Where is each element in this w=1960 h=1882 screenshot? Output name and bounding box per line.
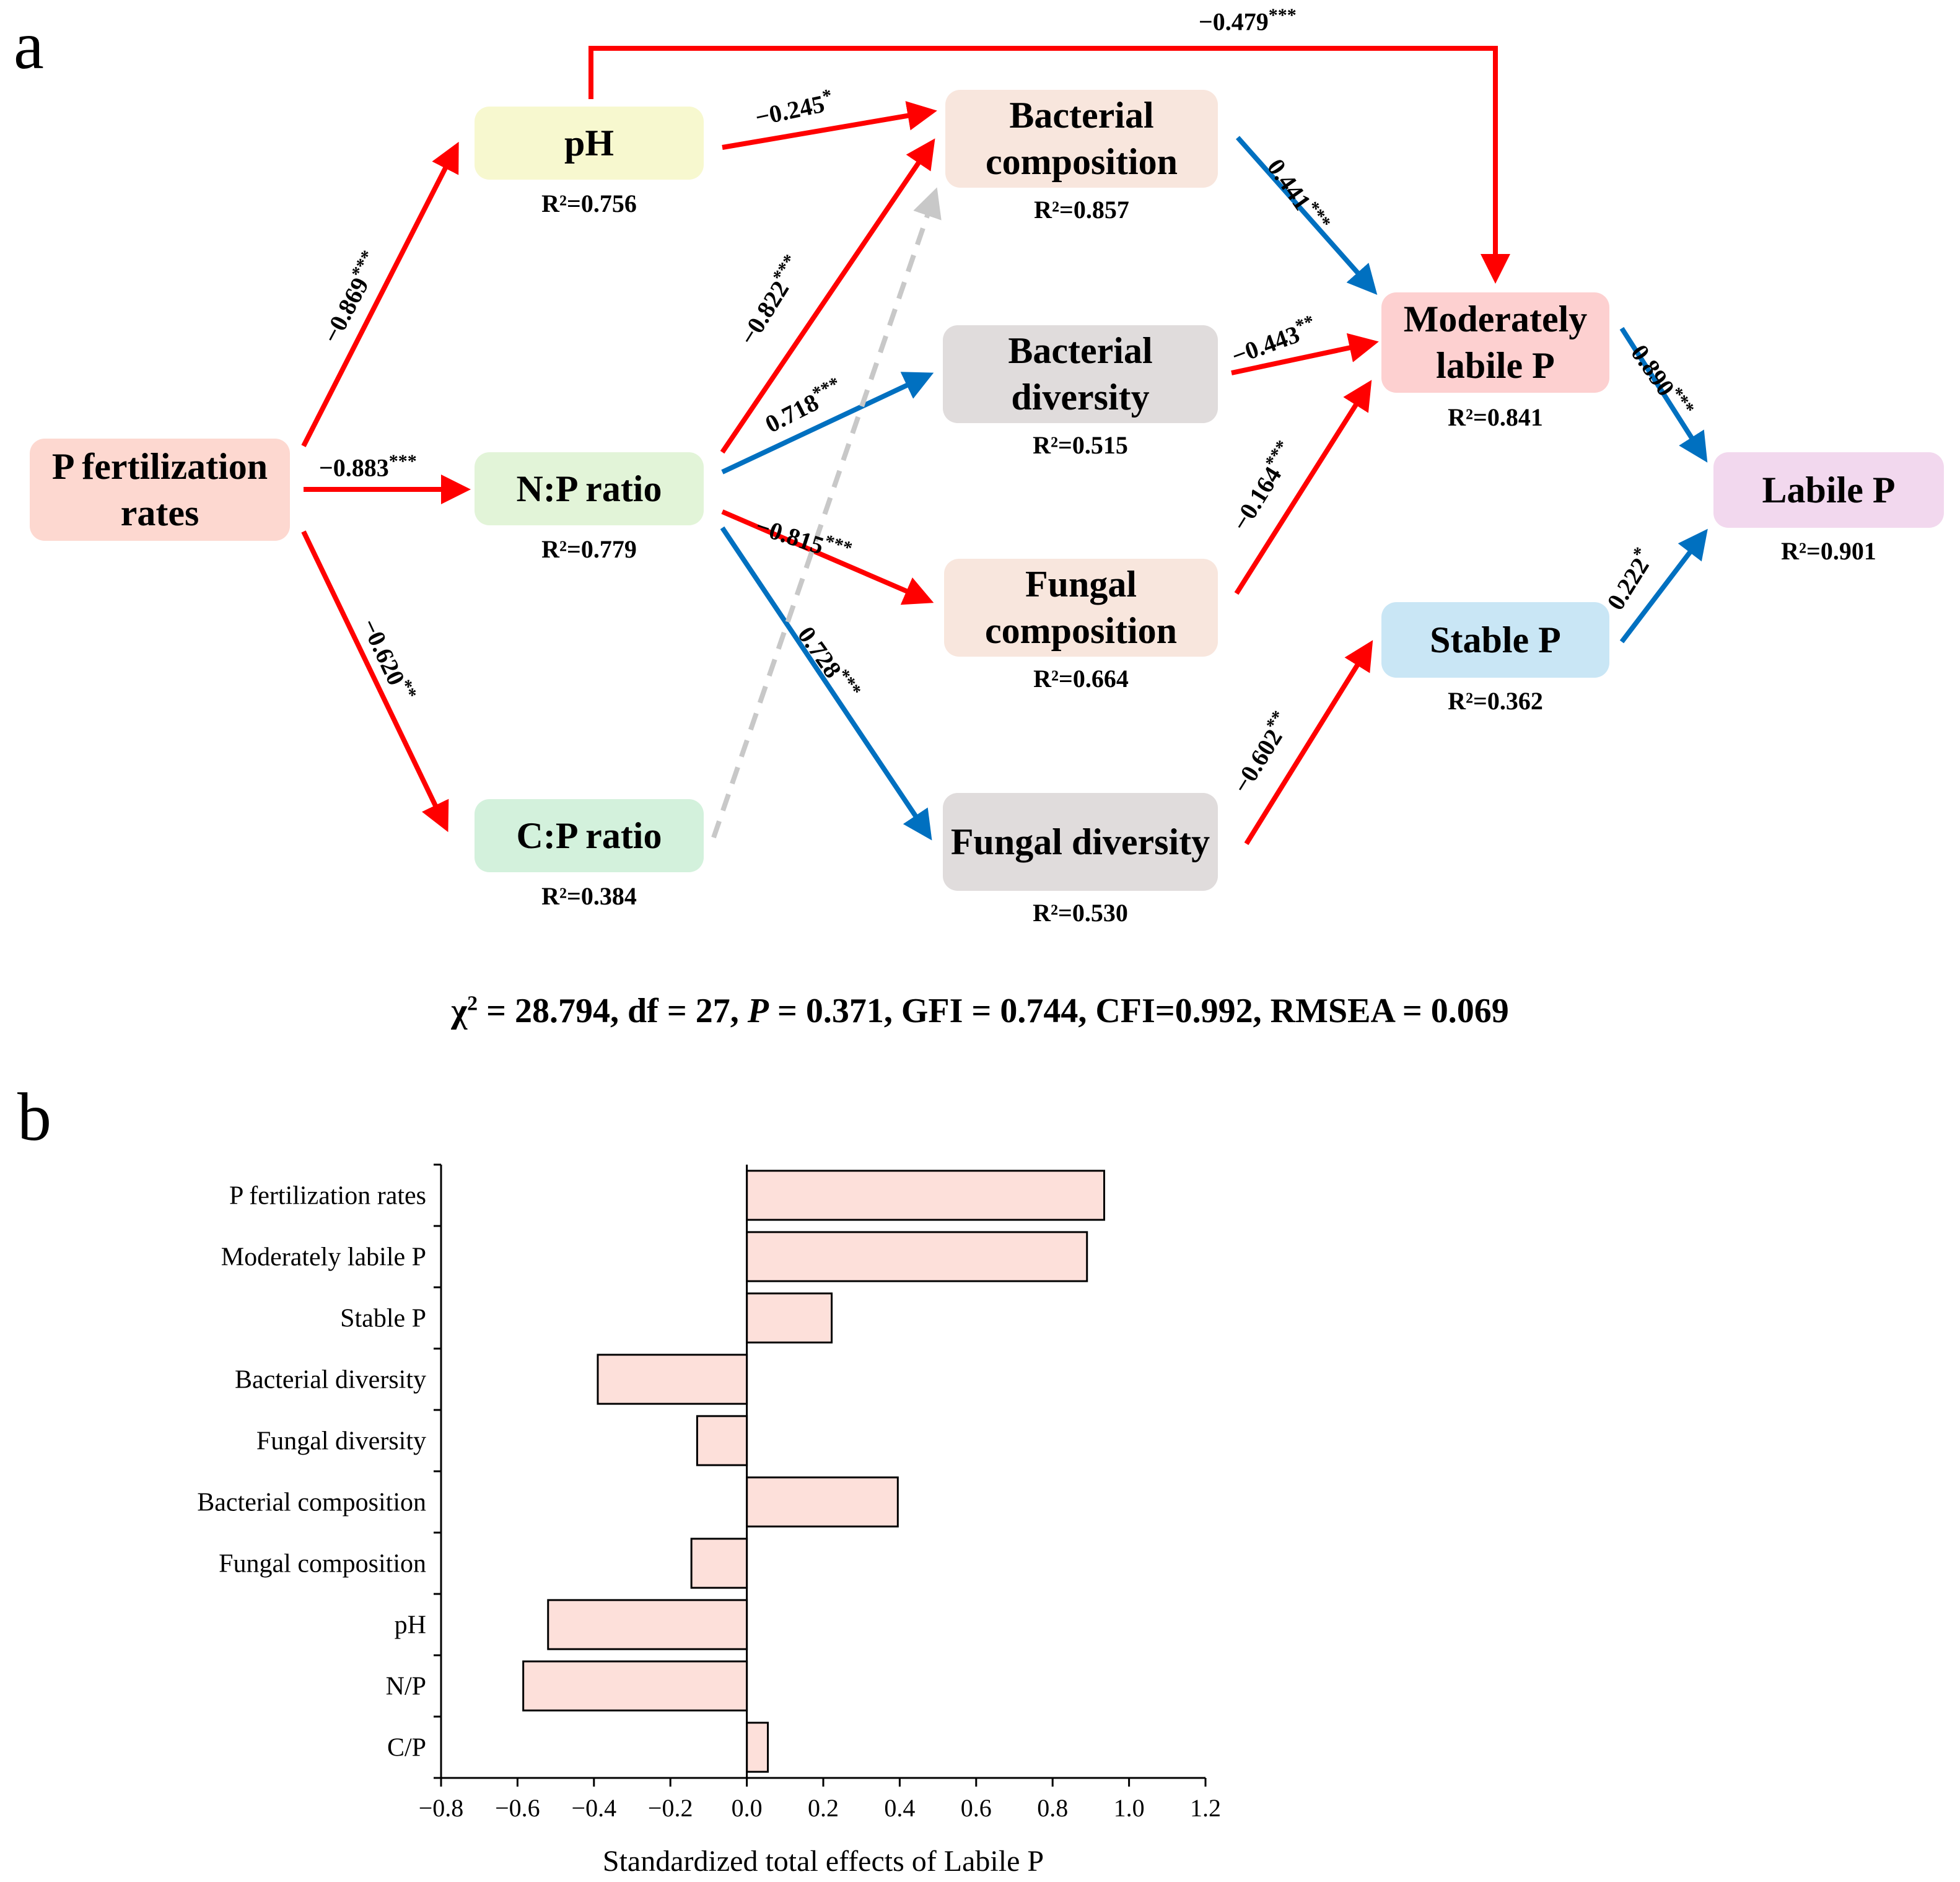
x-tick-label: 1.2 <box>1190 1794 1221 1822</box>
category-label: Fungal diversity <box>256 1427 426 1456</box>
x-tick-label: −0.4 <box>572 1794 617 1822</box>
path-arrow-stable-to-labile <box>1619 528 1708 644</box>
bar <box>690 1538 748 1589</box>
node-bacterial-diversity: Bacterial diversity <box>943 325 1218 423</box>
bar <box>746 1170 1105 1221</box>
category-label: Moderately labile P <box>221 1243 426 1272</box>
path-arrow-mod_lab-to-labile <box>1619 326 1708 463</box>
x-tick-label: 0.4 <box>884 1794 915 1822</box>
x-tick-label: −0.6 <box>495 1794 540 1822</box>
path-arrow-bac_div-to-mod_lab <box>1231 333 1379 375</box>
coef-ph-modlab: −0.479*** <box>1199 5 1297 36</box>
path-arrow-bac_comp-to-mod_lab <box>1236 136 1378 295</box>
category-label: Bacterial diversity <box>235 1366 426 1394</box>
r2-moderately-labile-p: R²=0.841 <box>1448 403 1543 431</box>
bar <box>547 1599 748 1650</box>
node-bacterial-composition: Bacterial composition <box>945 90 1218 188</box>
path-arrow-np-to-fun_div <box>720 526 932 841</box>
chi-value: = 28.794, df = 27, <box>478 992 748 1030</box>
chi-symbol: χ <box>451 992 468 1030</box>
x-axis-label: Standardized total effects of Labile P <box>603 1845 1044 1878</box>
path-arrow-cp-to-bac_comp <box>711 187 942 839</box>
r2-np-ratio: R²=0.779 <box>541 535 637 563</box>
category-label: Bacterial composition <box>197 1489 426 1517</box>
bar <box>597 1354 748 1405</box>
x-tick-label: −0.2 <box>648 1794 693 1822</box>
path-arrow-np-to-bac_div <box>721 372 934 475</box>
r2-stable-p: R²=0.362 <box>1448 687 1543 715</box>
path-arrow-p_fert-to-cp <box>301 530 449 833</box>
bar <box>522 1660 748 1712</box>
node-moderately-labile-p: Moderately labile P <box>1381 292 1609 393</box>
category-label: Fungal composition <box>219 1550 426 1578</box>
node-stable-p: Stable P <box>1381 602 1609 678</box>
node-labile-p: Labile P <box>1713 452 1944 528</box>
x-tick-label: 0.0 <box>732 1794 763 1822</box>
category-label: pH <box>395 1611 426 1640</box>
node-ph: pH <box>475 107 704 180</box>
path-arrow-fun_comp-to-mod_lab <box>1234 380 1372 595</box>
p-label: P <box>747 992 769 1030</box>
node-fungal-diversity: Fungal diversity <box>943 793 1218 891</box>
node-np-ratio: N:P ratio <box>475 452 704 525</box>
path-arrow-np-to-bac_comp <box>720 138 935 454</box>
path-arrow-fun_div-to-stable <box>1244 640 1373 846</box>
x-tick-label: 0.8 <box>1037 1794 1068 1822</box>
node-fungal-composition: Fungal composition <box>944 559 1218 657</box>
category-label: C/P <box>387 1734 426 1762</box>
node-p-fertilization-rates: P fertilization rates <box>30 439 290 541</box>
path-arrow-np-to-fun_comp <box>721 509 934 605</box>
r2-cp-ratio: R²=0.384 <box>541 882 637 910</box>
path-arrow-ph-to-bac_comp <box>722 101 937 150</box>
r2-fungal-diversity: R²=0.530 <box>1033 899 1128 927</box>
r2-labile-p: R²=0.901 <box>1781 537 1876 565</box>
model-fit-statistics: χ2 = 28.794, df = 27, P = 0.371, GFI = 0… <box>0 991 1960 1031</box>
r2-bacterial-composition: R²=0.857 <box>1034 196 1129 224</box>
coef-pfert-np: −0.883*** <box>319 451 417 482</box>
bar <box>746 1231 1088 1282</box>
panel-b-letter: b <box>17 1079 51 1155</box>
category-label: P fertilization rates <box>229 1182 426 1210</box>
r2-fungal-composition: R²=0.664 <box>1033 665 1129 693</box>
chi-superscript: 2 <box>467 992 478 1015</box>
path-arrow-ph-to-mod_lab <box>588 46 1510 284</box>
r2-ph: R²=0.756 <box>541 190 637 217</box>
x-tick-label: 1.0 <box>1114 1794 1145 1822</box>
bar <box>746 1292 833 1344</box>
panel-a-letter: a <box>14 7 44 83</box>
r2-bacterial-diversity: R²=0.515 <box>1033 431 1128 459</box>
x-tick-label: 0.6 <box>961 1794 992 1822</box>
x-tick-label: −0.8 <box>419 1794 464 1822</box>
fit-rest: = 0.371, GFI = 0.744, CFI=0.992, RMSEA =… <box>768 992 1509 1030</box>
path-arrow-p_fert-to-ph <box>301 141 459 447</box>
category-label: N/P <box>386 1673 426 1701</box>
node-cp-ratio: C:P ratio <box>475 799 704 872</box>
category-label: Stable P <box>340 1305 426 1333</box>
bar <box>746 1722 769 1773</box>
bar <box>746 1476 899 1528</box>
bar <box>696 1415 748 1466</box>
x-tick-label: 0.2 <box>808 1794 839 1822</box>
sem-diagram <box>301 46 1708 846</box>
